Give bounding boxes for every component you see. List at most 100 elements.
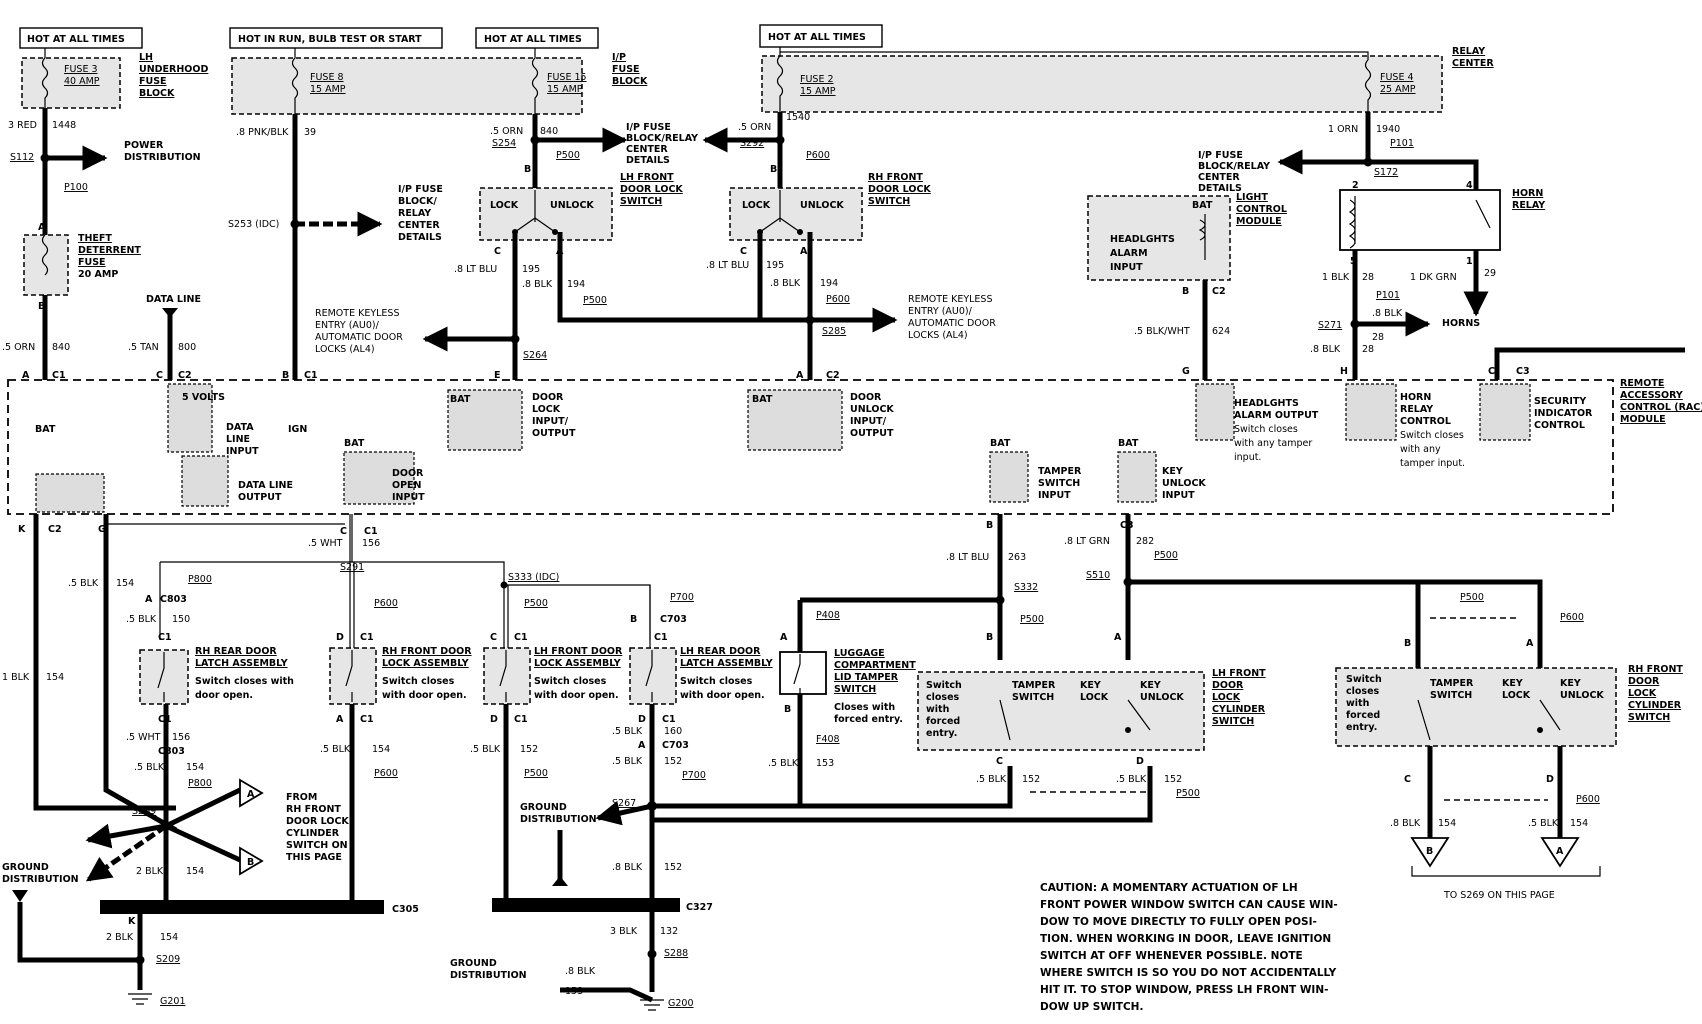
svg-text:LOCKS (AL4): LOCKS (AL4) [315,344,375,355]
svg-text:TO S269 ON THIS PAGE: TO S269 ON THIS PAGE [1443,890,1555,901]
svg-text:.5 BLK: .5 BLK [68,578,99,589]
svg-text:1 BLK: 1 BLK [1322,272,1350,283]
svg-text:THEFT: THEFT [78,233,112,244]
svg-text:624: 624 [1212,326,1230,337]
header-hot-at-all-times-2: HOT AT ALL TIMES [475,27,599,49]
svg-text:.8 BLK: .8 BLK [1372,308,1403,319]
svg-text:P500: P500 [1154,550,1178,561]
svg-text:LOCK: LOCK [1628,688,1657,699]
svg-text:P600: P600 [374,598,398,609]
svg-text:3 RED: 3 RED [8,120,37,131]
svg-text:.5 BLK: .5 BLK [612,756,643,767]
svg-text:P500: P500 [583,295,607,306]
luggage-compartment-switch: P408 A LUGGAGE COMPARTMENT LID TAMPER SW… [768,597,1000,806]
svg-text:HEADLGHTS: HEADLGHTS [1234,398,1299,409]
svg-text:20 AMP: 20 AMP [78,269,118,280]
svg-text:1940: 1940 [1376,124,1400,135]
svg-text:RH FRONT: RH FRONT [286,804,341,815]
wire-to-ground-bus-2 [652,766,1013,809]
svg-text:C1: C1 [364,526,378,537]
svg-text:A: A [1556,846,1564,857]
svg-text:RELAY: RELAY [1512,200,1545,211]
svg-text:RH REAR DOOR: RH REAR DOOR [195,646,277,657]
svg-text:DISTRIBUTION: DISTRIBUTION [2,874,79,885]
svg-text:P500: P500 [1176,788,1200,799]
svg-text:LATCH ASSEMBLY: LATCH ASSEMBLY [195,658,288,669]
svg-text:BLOCK/: BLOCK/ [398,196,437,207]
svg-text:B: B [1426,846,1433,857]
svg-text:OUTPUT: OUTPUT [238,492,282,503]
svg-text:194: 194 [820,278,838,289]
svg-text:S510: S510 [1086,570,1110,581]
svg-text:A: A [1526,638,1534,649]
svg-text:154: 154 [46,672,64,683]
rac-module: REMOTE ACCESSORY CONTROL (RAC) MODULE 5 … [7,378,1702,515]
svg-text:C703: C703 [662,740,689,751]
svg-text:C: C [340,526,347,537]
svg-text:132: 132 [660,926,678,937]
svg-text:B: B [784,704,791,715]
circuit-power-feed: 3 RED 1448 S112 POWER DISTRIBUTION P100 … [2,108,201,435]
svg-text:BAT: BAT [990,438,1011,449]
svg-text:A: A [800,246,808,257]
svg-text:P500: P500 [556,150,580,161]
svg-text:P500: P500 [524,598,548,609]
svg-text:DETAILS: DETAILS [398,232,442,243]
rh-front-door-lock-cylinder: P500 B A P600 Switch closes with forced … [1335,592,1683,901]
svg-text:.8 LT GRN: .8 LT GRN [1064,536,1110,547]
svg-text:SWITCH: SWITCH [1430,690,1472,701]
svg-text:C: C [740,246,747,257]
svg-text:C3: C3 [1516,366,1530,377]
svg-text:.5 WHT: .5 WHT [308,538,343,549]
svg-text:2 BLK: 2 BLK [106,932,134,943]
svg-text:OPEN: OPEN [392,480,422,491]
header-hot-in-run: HOT IN RUN, BULB TEST OR START [229,27,443,49]
svg-text:ALARM OUTPUT: ALARM OUTPUT [1234,410,1319,421]
svg-text:RH FRONT DOOR: RH FRONT DOOR [382,646,472,657]
svg-text:153: 153 [565,986,583,997]
svg-text:A: A [247,789,255,800]
svg-text:BAT: BAT [344,438,365,449]
svg-text:B: B [247,857,254,868]
svg-text:I/P FUSE: I/P FUSE [626,122,671,133]
svg-text:REMOTE KEYLESS: REMOTE KEYLESS [908,294,993,305]
svg-text:40 AMP: 40 AMP [64,76,100,87]
svg-text:TAMPER: TAMPER [1038,466,1082,477]
svg-text:RH FRONT: RH FRONT [868,172,923,183]
svg-text:C1: C1 [662,714,676,725]
svg-text:B: B [986,632,993,643]
svg-text:FUSE 8: FUSE 8 [310,72,344,83]
svg-text:RH FRONT: RH FRONT [1628,664,1683,675]
lh-rear-door-latch: P700 B C703 C1 LH REAR DOOR LATCH ASSEMB… [520,585,773,900]
svg-text:UNDERHOOD: UNDERHOOD [139,64,208,75]
svg-text:P500: P500 [524,768,548,779]
svg-text:C: C [1488,366,1495,377]
svg-text:CYLINDER: CYLINDER [286,828,340,839]
svg-text:KEY: KEY [1502,678,1523,689]
svg-text:.8 BLK: .8 BLK [565,966,596,977]
svg-text:28: 28 [1362,344,1374,355]
svg-text:FUSE 2: FUSE 2 [800,74,834,85]
svg-text:2: 2 [1352,180,1359,191]
svg-text:DOOR: DOOR [850,392,882,403]
svg-text:HORN: HORN [1400,392,1431,403]
svg-text:152: 152 [1164,774,1182,785]
svg-text:.5 BLK/WHT: .5 BLK/WHT [1134,326,1190,337]
svg-text:UNLOCK: UNLOCK [550,200,594,211]
svg-text:840: 840 [540,126,558,137]
svg-text:.8 LT BLU: .8 LT BLU [946,552,989,563]
lh-underhood-fuse-block: FUSE 3 40 AMP LH UNDERHOOD FUSE BLOCK [21,48,208,109]
svg-text:UNLOCK: UNLOCK [1140,692,1184,703]
svg-text:S285: S285 [822,326,846,337]
circuit-data-line: DATA LINE .5 TAN 800 C C2 [128,294,201,381]
svg-text:forced: forced [1346,710,1380,721]
svg-text:KEY: KEY [1162,466,1183,477]
svg-text:CONTROL: CONTROL [1400,416,1451,427]
svg-text:DOOR: DOOR [1212,680,1244,691]
svg-text:Closes with: Closes with [834,702,895,713]
svg-text:S333 (IDC): S333 (IDC) [508,572,559,583]
svg-text:.5 ORN: .5 ORN [2,342,35,353]
svg-text:REMOTE: REMOTE [1620,378,1664,389]
svg-text:HORN: HORN [1512,188,1543,199]
svg-text:SWITCH: SWITCH [1212,716,1254,727]
